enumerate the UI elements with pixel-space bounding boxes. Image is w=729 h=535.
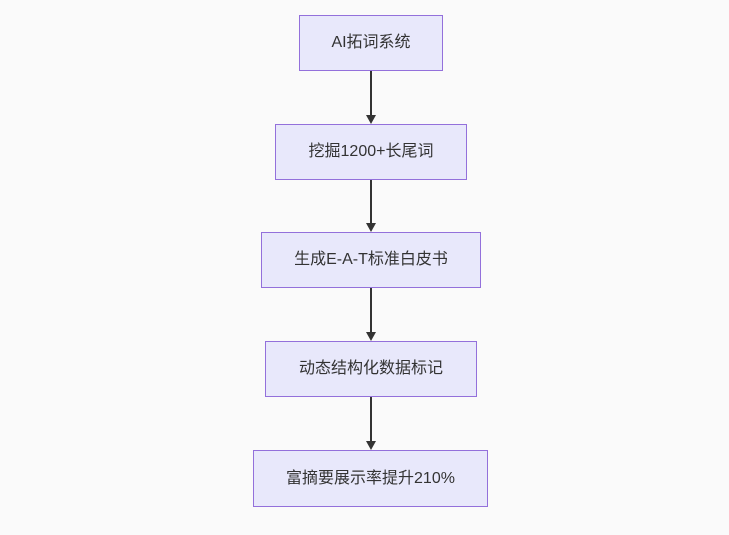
flow-node-ai-word-expansion-system: AI拓词系统 — [299, 15, 443, 71]
flow-edge-1-2 — [365, 71, 377, 124]
flow-node-label: 富摘要展示率提升210% — [286, 469, 455, 487]
arrow-line — [370, 288, 372, 338]
flow-edge-2-3 — [365, 180, 377, 232]
flow-node-rich-snippet-rate: 富摘要展示率提升210% — [253, 450, 488, 507]
flow-node-label: AI拓词系统 — [331, 34, 411, 52]
arrowhead-down-icon — [366, 223, 376, 232]
flow-node-label: 挖掘1200+长尾词 — [308, 143, 434, 161]
flow-node-label: 生成E-A-T标准白皮书 — [294, 251, 448, 269]
flow-node-eat-whitepaper: 生成E-A-T标准白皮书 — [261, 232, 481, 288]
arrow-line — [370, 180, 372, 229]
flow-node-longtail-keywords: 挖掘1200+长尾词 — [275, 124, 467, 180]
flow-node-label: 动态结构化数据标记 — [298, 360, 443, 378]
flow-edge-4-5 — [365, 397, 377, 450]
arrowhead-down-icon — [366, 332, 376, 341]
arrow-line — [370, 397, 372, 447]
arrowhead-down-icon — [366, 115, 376, 124]
arrowhead-down-icon — [366, 441, 376, 450]
flow-node-structured-data-markup: 动态结构化数据标记 — [265, 341, 477, 397]
flow-edge-3-4 — [365, 288, 377, 341]
arrow-line — [370, 71, 372, 121]
